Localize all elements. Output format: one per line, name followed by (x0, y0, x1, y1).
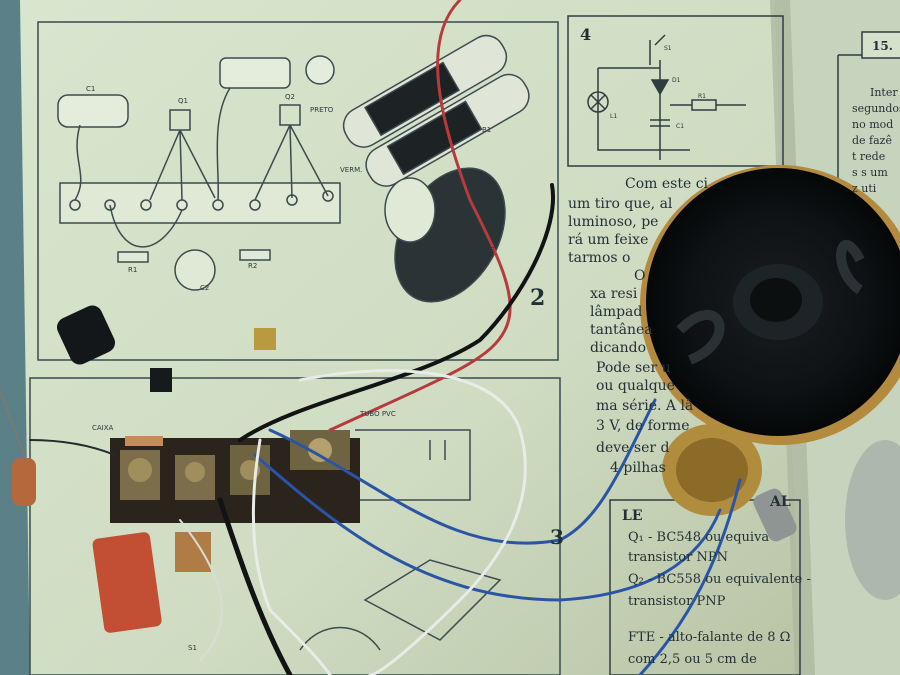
ceramic-capacitor (254, 328, 276, 350)
wires (0, 0, 742, 675)
text-line-9: tantânea (590, 322, 653, 338)
figure-3-drawing (29, 377, 561, 675)
label-c1-fig4: C1 (676, 123, 684, 130)
figure-number-2: 2 (530, 285, 545, 311)
small-capacitor (12, 458, 36, 506)
parts-line-3: Q₂ - BC558 ou equivalente - (628, 572, 811, 587)
transistor (150, 368, 172, 392)
label-r-fig4: R1 (698, 93, 706, 100)
label-r1: R1 (128, 266, 137, 274)
text-line-8: lâmpad (590, 304, 643, 320)
text-line-4: rá um feixe (568, 232, 649, 248)
label-d1: D1 (672, 77, 681, 84)
label-caixa: CAIXA (92, 424, 114, 432)
text-line-6: O (634, 268, 646, 284)
text-line-13: ma série. A lâ (596, 398, 694, 414)
label-preto: PRETO (310, 106, 334, 114)
label-tubo-pvc: TUBO PVC (359, 410, 396, 418)
page-tab: 15. (872, 39, 893, 53)
right-page-box (837, 31, 900, 200)
label-fte: FTE (482, 246, 495, 254)
text-line-12: ou qualque (596, 378, 675, 394)
parts-line-2: transistor NPN (628, 550, 728, 565)
figure-1-drawing (37, 21, 559, 361)
label-verm: VERM. (340, 166, 362, 174)
label-b1: B1 (482, 126, 491, 134)
right-col-line-6: s s um (852, 166, 888, 179)
resistor (125, 436, 163, 446)
polyester-capacitor (92, 532, 162, 633)
parts-heading: LE (622, 508, 643, 524)
real-speaker (640, 165, 900, 445)
label-c1: C1 (86, 85, 95, 93)
right-col-line-4: de fazê (852, 134, 892, 147)
figure-4-schematic (567, 15, 784, 167)
right-col-line-2: segundos (852, 102, 900, 115)
label-l1: L1 (610, 113, 617, 120)
figure-number-4: 4 (580, 25, 591, 44)
right-col-line-1: Inter (870, 86, 898, 99)
label-r2: R2 (248, 262, 257, 270)
text-line-14: 3 V, de forme (596, 418, 690, 434)
text-line-5: tarmos o (568, 250, 631, 266)
right-col-line-7: z uti (852, 182, 877, 195)
label-c2: C2 (200, 284, 209, 292)
label-s1-fig3: S1 (188, 644, 197, 652)
text-line-10: dicando (590, 340, 647, 356)
text-line-1: Com este ci (625, 176, 709, 192)
text-line-3: luminoso, pe (568, 214, 659, 230)
figure-number-3: 3 (550, 525, 564, 549)
label-s1-fig4: S1 (664, 45, 672, 52)
text-line-15: deve ser d (596, 440, 670, 456)
electrolytic-capacitor (56, 305, 116, 365)
label-q1: Q1 (178, 97, 188, 105)
parts-line-5: FTE - alto-falante de 8 Ω (628, 630, 791, 645)
text-line-2: um tiro que, al (568, 196, 673, 212)
parts-line-4: transistor PNP (628, 594, 726, 609)
parts-line-1: Q₁ - BC548 ou equiva (628, 530, 770, 545)
parts-heading-tail: AL (770, 494, 791, 510)
parts-line-6: com 2,5 ou 5 cm de (628, 652, 757, 667)
label-q2: Q2 (285, 93, 295, 101)
right-col-line-5: t rede (852, 150, 886, 163)
text-line-16: 4 pilhas (610, 460, 666, 476)
text-line-11: Pode ser u (596, 360, 671, 376)
text-line-7: xa resi (590, 286, 638, 302)
speaker-magnet (845, 440, 900, 600)
right-col-line-3: no mod (852, 118, 894, 131)
